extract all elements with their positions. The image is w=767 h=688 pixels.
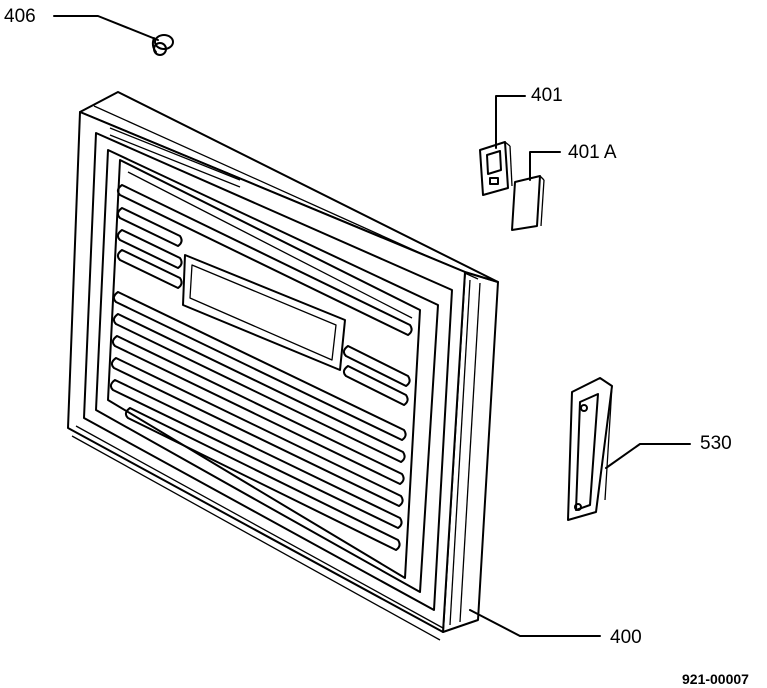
leader-530 — [605, 443, 691, 469]
drawing-code: 921-00007 — [682, 671, 749, 687]
door-ribs — [109, 184, 413, 551]
leader-401a — [529, 151, 561, 181]
leader-406 — [53, 15, 159, 41]
part-400-door-panel — [67, 91, 499, 641]
label-401a: 401 A — [568, 142, 617, 163]
label-400: 400 — [610, 627, 642, 648]
part-406-plug — [151, 34, 174, 56]
label-406: 406 — [4, 6, 36, 27]
label-530: 530 — [700, 433, 732, 454]
leader-401 — [495, 95, 526, 149]
part-401-switch — [479, 141, 513, 196]
label-401: 401 — [531, 85, 563, 106]
part-401a-switch-cover — [511, 175, 545, 231]
part-530-handle — [567, 377, 613, 521]
leader-400 — [469, 609, 601, 637]
